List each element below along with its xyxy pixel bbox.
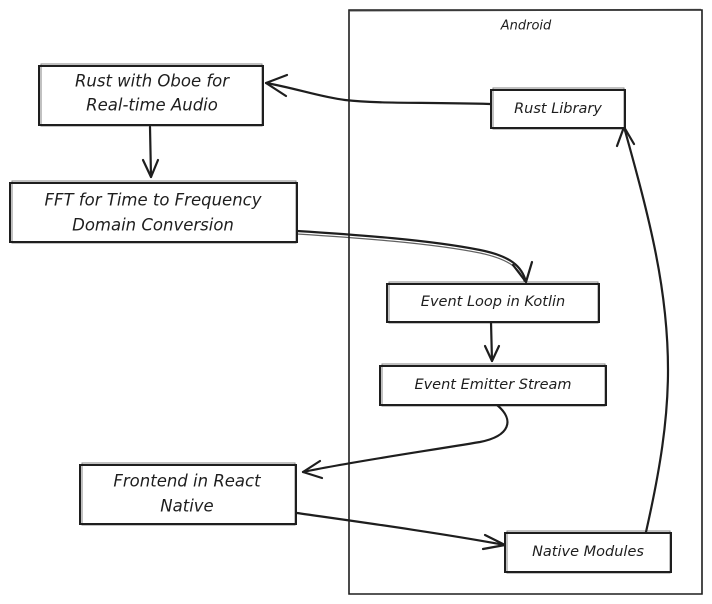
fft-label-line1: FFT for Time to Frequency — [45, 191, 262, 210]
edge-rust-oboe-to-fft — [148, 125, 153, 179]
fft-label-line2: Domain Conversion — [72, 216, 234, 235]
event-emitter-label: Event Emitter Stream — [414, 377, 571, 393]
arrowhead-rust-library — [615, 125, 636, 148]
arrowhead-fft — [141, 158, 160, 179]
edges — [141, 73, 670, 551]
android-group-label: Android — [500, 19, 552, 34]
rust-oboe-label-line2: Real-time Audio — [86, 96, 218, 115]
frontend-label-line2: Native — [160, 497, 213, 516]
event-loop-label: Event Loop in Kotlin — [421, 294, 565, 310]
edge-emitter-to-frontend — [301, 403, 509, 474]
arrowhead-frontend — [301, 459, 324, 480]
android-group: Android — [348, 8, 703, 595]
arrowhead-rust-oboe — [264, 73, 289, 98]
node-fft: FFT for Time to Frequency Domain Convers… — [9, 180, 298, 244]
rust-oboe-label-line1: Rust with Oboe for — [75, 72, 230, 91]
arrowhead-event-emitter — [483, 344, 501, 363]
edge-frontend-to-native-modules — [295, 511, 507, 547]
node-rust-oboe: Rust with Oboe for Real-time Audio — [38, 63, 264, 127]
node-event-emitter: Event Emitter Stream — [379, 363, 607, 407]
edge-rust-library-to-rust-oboe — [264, 81, 492, 106]
node-native-modules: Native Modules — [504, 530, 672, 574]
node-event-loop: Event Loop in Kotlin — [386, 281, 600, 324]
native-modules-label: Native Modules — [532, 544, 644, 560]
rust-library-label: Rust Library — [514, 101, 602, 117]
edge-fft-to-event-loop — [295, 229, 528, 284]
edge-native-modules-to-rust-library — [622, 125, 670, 534]
edge-event-loop-to-emitter — [489, 320, 494, 363]
node-rust-library: Rust Library — [490, 87, 626, 130]
frontend-label-line1: Frontend in React — [113, 472, 261, 491]
node-frontend: Frontend in React Native — [79, 462, 297, 526]
